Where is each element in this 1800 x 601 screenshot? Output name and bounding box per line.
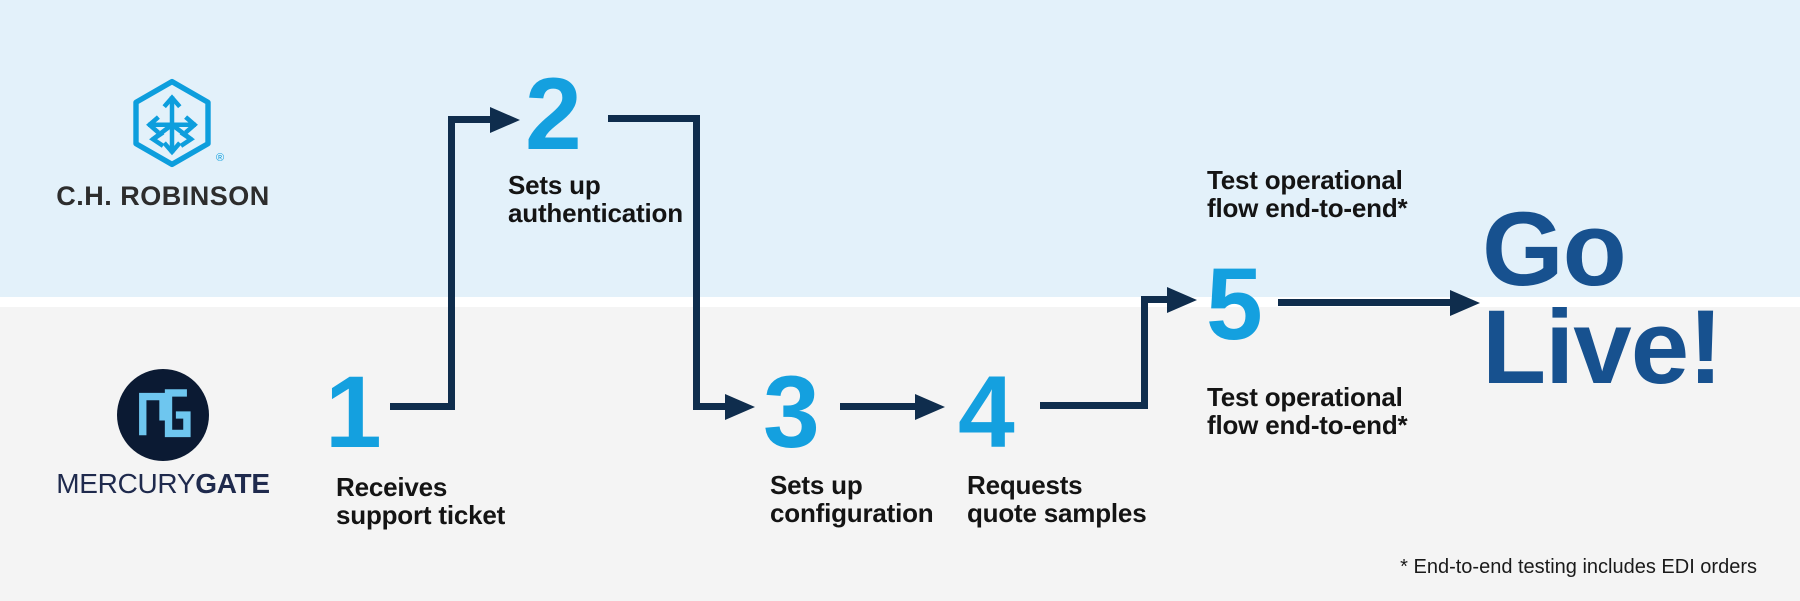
step-3-number: 3 <box>763 355 820 469</box>
step-2-label: Sets up authentication <box>508 170 683 228</box>
step-1-label: Receives support ticket <box>336 472 506 530</box>
arrow-5-to-golive-segment <box>1278 299 1450 306</box>
arrow-3-to-4-head-icon <box>915 394 945 420</box>
go-live-text: Go Live! <box>1482 191 1723 406</box>
arrow-1-to-2-head-icon <box>490 107 520 133</box>
arrow-4-to-5-segment <box>1141 296 1148 409</box>
mercury-wordmark-part: MERCURY <box>56 468 196 499</box>
chr-registered-mark: ® <box>216 152 225 164</box>
arrow-4-to-5-segment <box>1040 402 1148 409</box>
ch-robinson-wordmark: C.H. ROBINSON <box>56 181 270 211</box>
step-5-label-top: Test operational flow end-to-end* <box>1207 165 1408 223</box>
step-4-label: Requests quote samples <box>967 470 1147 528</box>
arrow-2-to-3-segment <box>693 403 725 410</box>
arrow-3-to-4-segment <box>840 403 918 410</box>
footnote: * End-to-end testing includes EDI orders <box>1400 556 1757 578</box>
arrow-1-to-2-segment <box>390 403 455 410</box>
step-2-number: 2 <box>525 57 582 171</box>
arrow-4-to-5-head-icon <box>1167 287 1197 313</box>
lane-divider <box>0 297 1800 307</box>
arrow-2-to-3-head-icon <box>725 394 755 420</box>
step-5-label-bottom: Test operational flow end-to-end* <box>1207 382 1408 440</box>
arrow-5-to-golive-head-icon <box>1450 290 1480 316</box>
step-3-label: Sets up configuration <box>770 470 934 528</box>
mercurygate-mg-monogram-icon <box>117 369 209 461</box>
arrow-2-to-3-segment <box>693 115 700 410</box>
arrow-2-to-3-segment <box>608 115 700 122</box>
mercurygate-wordmark: MERCURYGATE <box>23 468 303 500</box>
gate-wordmark-part: GATE <box>195 468 270 499</box>
step-4-number: 4 <box>958 355 1015 469</box>
arrow-1-to-2-segment <box>448 116 490 123</box>
ch-robinson-lane <box>0 0 1800 297</box>
mercurygate-lane <box>0 307 1800 601</box>
ch-robinson-hexagon-cube-arrows-icon <box>133 78 211 168</box>
arrow-4-to-5-segment <box>1141 296 1167 303</box>
step-1-number: 1 <box>325 355 382 469</box>
step-5-number: 5 <box>1206 247 1263 361</box>
arrow-1-to-2-segment <box>448 116 455 410</box>
